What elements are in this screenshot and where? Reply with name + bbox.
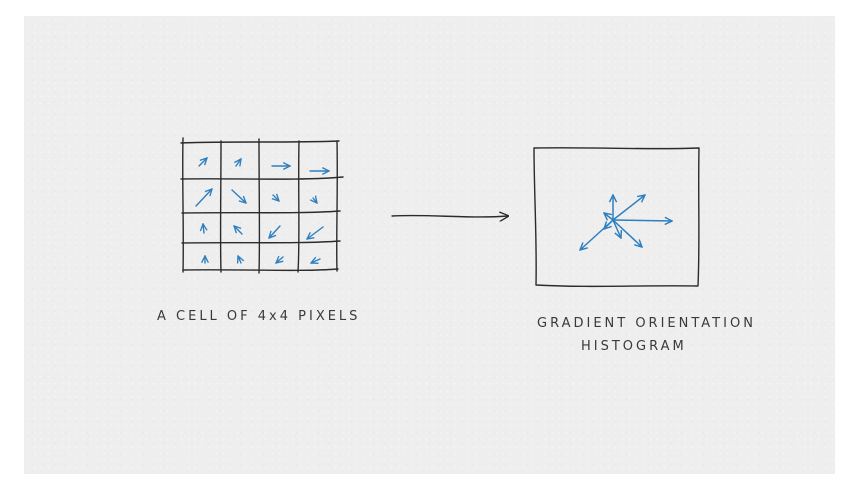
right-caption-line1: GRADIENT ORIENTATION — [537, 316, 756, 331]
histogram-bin-arrow — [604, 213, 614, 221]
histogram-bin-arrow — [612, 219, 642, 247]
histogram-bin-arrow — [612, 195, 645, 221]
grid-line-h1 — [180, 176, 344, 180]
gradient-arrow — [269, 225, 281, 238]
left-caption: A CELL OF 4x4 PIXELS — [157, 309, 360, 324]
paper-background — [24, 16, 835, 474]
grid-line-v4 — [336, 140, 338, 272]
histogram-bin-arrow — [612, 219, 621, 238]
gradient-arrow — [238, 256, 241, 264]
gradient-arrows — [195, 158, 329, 264]
gradient-arrow — [231, 189, 246, 203]
histogram-box — [533, 147, 700, 288]
right-caption-line2: HISTOGRAM — [581, 339, 687, 354]
gradient-arrow — [234, 226, 243, 235]
gradient-arrow — [307, 226, 324, 239]
grid-line-v3 — [297, 140, 300, 273]
gradient-arrow — [313, 198, 317, 203]
gradient-arrow — [273, 195, 279, 201]
grid-line-h3 — [181, 240, 341, 244]
histogram-bin-arrow — [604, 219, 614, 229]
gradient-arrow — [276, 257, 284, 263]
grid-line-h4 — [182, 268, 339, 272]
orientation-histogram — [580, 195, 672, 250]
histogram-bin-arrow — [612, 220, 672, 221]
gradient-arrow — [311, 259, 321, 263]
gradient-arrow — [195, 189, 212, 207]
grid-line-h2 — [181, 210, 341, 214]
gradient-arrow — [236, 159, 241, 167]
transform-arrow — [391, 216, 508, 217]
pixel-cell-grid — [180, 137, 344, 274]
gradient-arrow — [198, 158, 207, 167]
grid-line-v0 — [182, 137, 184, 273]
grid-line-h0 — [180, 140, 340, 144]
gradient-arrow — [203, 224, 204, 234]
